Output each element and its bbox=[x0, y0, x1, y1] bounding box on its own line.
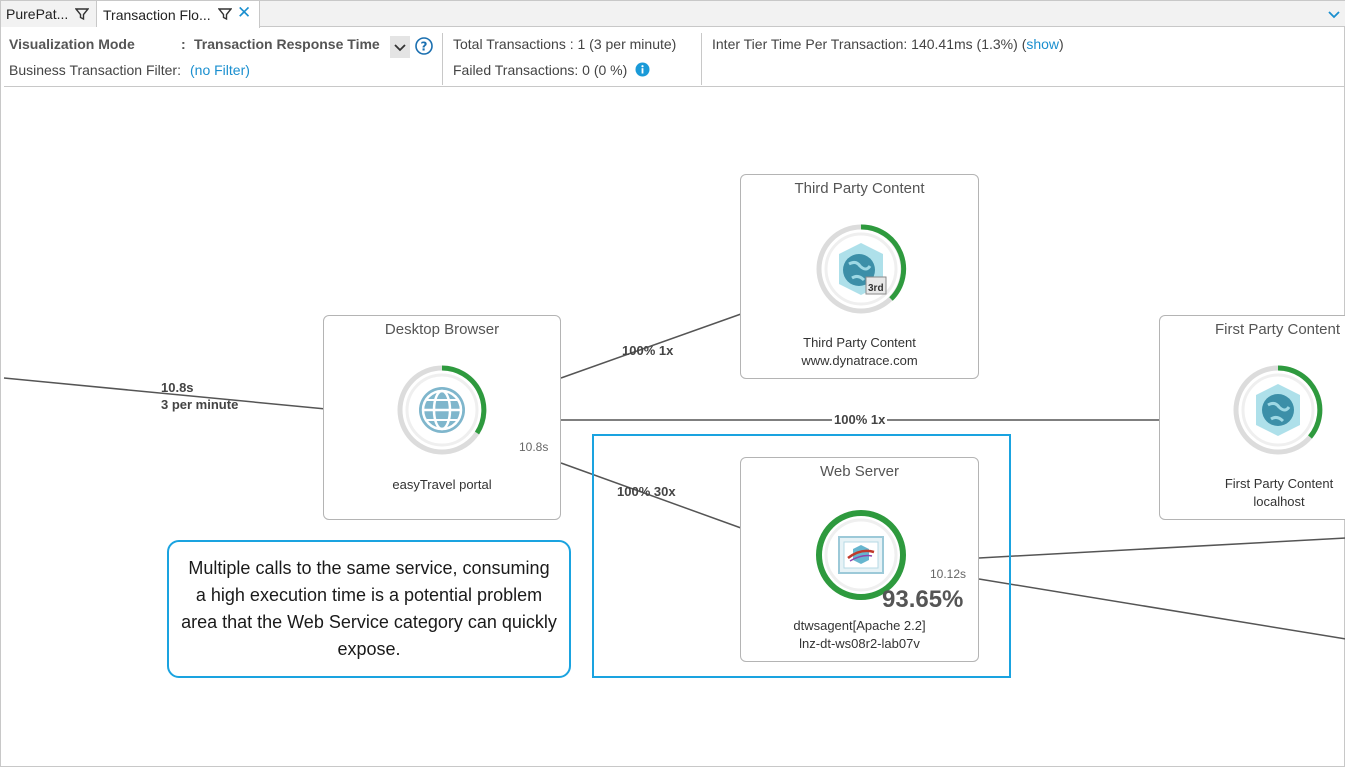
edge-to-third-party[interactable] bbox=[560, 313, 742, 379]
business-transaction-filter-link[interactable]: (no Filter) bbox=[190, 62, 250, 78]
tab-transaction-flow[interactable]: Transaction Flo... ✕ bbox=[97, 1, 260, 28]
third-party-call-label: 100% 1x bbox=[622, 343, 674, 358]
visualization-mode-value[interactable]: Transaction Response Time bbox=[194, 36, 380, 52]
node-title: Third Party Content bbox=[794, 180, 925, 197]
third-party-badge: 3rd bbox=[868, 283, 884, 294]
info-icon[interactable] bbox=[635, 62, 650, 77]
visualization-mode-dropdown[interactable] bbox=[390, 36, 410, 58]
node-title: First Party Content bbox=[1215, 321, 1341, 338]
help-icon[interactable]: ? bbox=[415, 37, 433, 55]
flow-header: Visualization Mode : Transaction Respons… bbox=[4, 27, 1344, 87]
node-label: dtwsagent[Apache 2.2] bbox=[793, 618, 926, 633]
globe-icon bbox=[397, 365, 487, 455]
tab-strip: PurePat... Transaction Flo... ✕ bbox=[1, 1, 1345, 28]
edge-web-server-out-2[interactable] bbox=[978, 578, 1345, 640]
paren-open: ( bbox=[1021, 36, 1027, 52]
visualization-mode-label: Visualization Mode bbox=[9, 36, 135, 52]
node-desktop-browser[interactable]: Desktop Browser easyTravel portal bbox=[323, 315, 561, 520]
node-title: Web Server bbox=[820, 463, 899, 480]
header-divider bbox=[701, 33, 702, 85]
incoming-time-label: 10.8s bbox=[161, 380, 194, 395]
tab-label: Transaction Flo... bbox=[103, 6, 211, 23]
node-label: Third Party Content bbox=[803, 335, 916, 350]
node-web-server[interactable]: Web Server 93.65% dtwsagent[Apache 2.2] … bbox=[740, 457, 979, 662]
close-tab-icon[interactable]: ✕ bbox=[237, 3, 252, 22]
node-third-party-content[interactable]: Third Party Content 3rd Third Party Cont… bbox=[740, 174, 979, 379]
callout-text: Multiple calls to the same service, cons… bbox=[181, 558, 557, 659]
paren-close: ) bbox=[1059, 36, 1064, 52]
incoming-rate-label: 3 per minute bbox=[161, 397, 239, 412]
web-server-time-label: 10.12s bbox=[930, 567, 967, 581]
web-server-highlight bbox=[592, 434, 1011, 678]
failed-transactions: Failed Transactions: 0 (0 %) bbox=[453, 62, 628, 78]
inter-tier-time-text: Inter Tier Time Per Transaction: 140.41m… bbox=[712, 36, 1018, 52]
header-divider bbox=[442, 33, 443, 85]
chevron-down-icon[interactable] bbox=[1326, 6, 1342, 22]
business-transaction-filter-label: Business Transaction Filter: bbox=[9, 62, 181, 78]
web-server-call-label: 100% 30x bbox=[617, 484, 676, 499]
first-party-globe-icon bbox=[1233, 365, 1323, 455]
node-host: localhost bbox=[1253, 494, 1305, 509]
first-party-call-label: 100% 1x bbox=[832, 412, 888, 427]
tab-label: PurePat... bbox=[6, 6, 69, 22]
apache-server-icon bbox=[816, 510, 906, 600]
filter-icon[interactable] bbox=[218, 7, 232, 21]
show-inter-tier-link[interactable]: show bbox=[1026, 36, 1060, 52]
browser-time-label: 10.8s bbox=[519, 440, 549, 454]
web-server-percent: 93.65% bbox=[882, 586, 964, 613]
node-host: lnz-dt-ws08r2-lab07v bbox=[799, 636, 920, 651]
edge-web-server-out-1[interactable] bbox=[978, 537, 1345, 559]
node-host: www.dynatrace.com bbox=[801, 353, 918, 368]
edge-incoming[interactable] bbox=[3, 377, 327, 410]
callout-annotation: Multiple calls to the same service, cons… bbox=[167, 540, 571, 678]
node-label: First Party Content bbox=[1224, 476, 1334, 491]
visualization-mode-colon: : bbox=[181, 36, 186, 52]
node-title: Desktop Browser bbox=[384, 321, 500, 338]
total-transactions: Total Transactions : 1 (3 per minute) bbox=[453, 36, 677, 52]
inter-tier-time: Inter Tier Time Per Transaction: 140.41m… bbox=[712, 36, 1064, 52]
third-party-globe-icon bbox=[816, 224, 907, 314]
flow-canvas[interactable]: Desktop Browser easyTravel portal Third … bbox=[1, 88, 1345, 767]
edge-to-web-server[interactable] bbox=[560, 462, 742, 529]
tab-purepaths[interactable]: PurePat... bbox=[1, 1, 97, 27]
chevron-down-icon bbox=[394, 44, 406, 52]
node-label: easyTravel portal bbox=[392, 477, 492, 492]
svg-text:?: ? bbox=[421, 40, 428, 54]
filter-icon[interactable] bbox=[75, 7, 89, 21]
node-first-party-content[interactable]: First Party Content First Party Content … bbox=[1159, 315, 1345, 520]
